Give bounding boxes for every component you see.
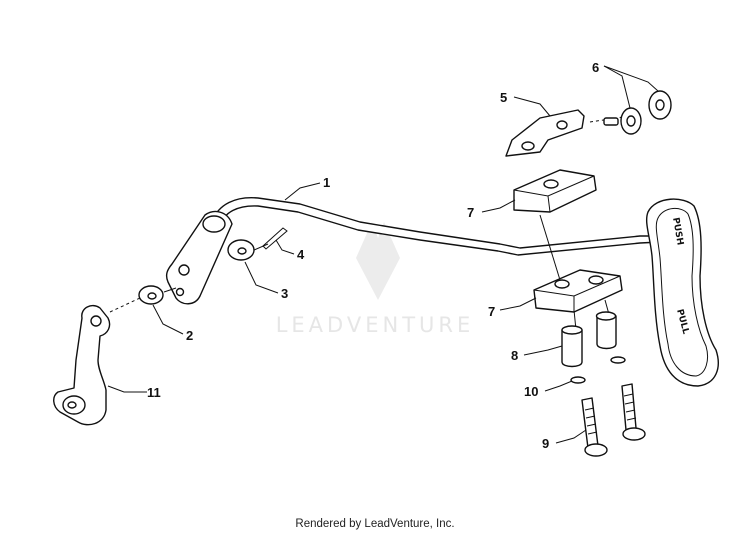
callout-11: 11 (147, 385, 161, 400)
bolts (581, 383, 646, 457)
shift-pedal: PUSH PULL (645, 198, 719, 387)
washer-3 (227, 239, 255, 261)
shift-clevis (53, 304, 111, 426)
footer-credit: Rendered by LeadVenture, Inc. (295, 518, 455, 530)
pivot-block-upper (513, 169, 597, 213)
callout-8: 8 (511, 348, 518, 363)
callout-6: 6 (592, 60, 599, 75)
spacers (561, 311, 617, 368)
callout-1: 1 (323, 175, 330, 190)
shift-rod (211, 197, 661, 256)
callout-3: 3 (281, 286, 288, 301)
shift-arm (165, 210, 233, 305)
leader-lines (107, 65, 659, 444)
lock-washers (570, 356, 626, 384)
pivot-block-lower (533, 269, 623, 313)
callout-7-lower: 7 (488, 304, 495, 319)
cotter-pin (262, 227, 288, 250)
watermark-text: LEADVENTURE (276, 313, 475, 337)
callout-9: 9 (542, 436, 549, 451)
callout-4: 4 (297, 247, 305, 262)
callout-7-upper: 7 (467, 205, 474, 220)
mounting-bracket (505, 109, 585, 157)
callout-10: 10 (524, 384, 538, 399)
callout-5: 5 (500, 90, 507, 105)
callout-2: 2 (186, 328, 193, 343)
watermark: LEADVENTURE (276, 222, 475, 337)
washer-2 (138, 285, 164, 305)
bolt-and-washers (603, 90, 672, 135)
pedal-push-label: PUSH (670, 217, 685, 246)
callout-labels: 1 2 3 4 5 6 7 7 8 9 10 11 (147, 60, 599, 451)
